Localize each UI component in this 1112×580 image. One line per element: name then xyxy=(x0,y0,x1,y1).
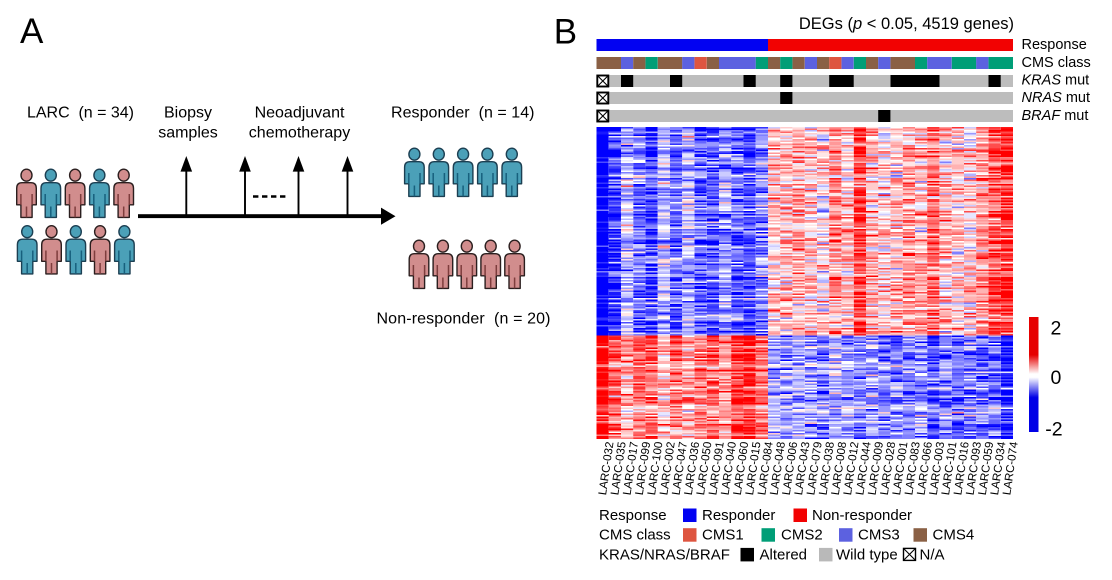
svg-text:2: 2 xyxy=(1051,318,1062,340)
svg-text:Response: Response xyxy=(599,507,667,524)
svg-text:CMS3: CMS3 xyxy=(858,527,900,544)
svg-text:CMS1: CMS1 xyxy=(702,527,744,544)
svg-text:Responder: Responder xyxy=(702,507,775,524)
svg-text:A: A xyxy=(20,12,44,51)
svg-text:B: B xyxy=(554,13,577,52)
svg-text:CMS2: CMS2 xyxy=(781,527,823,544)
svg-text:chemotherapy: chemotherapy xyxy=(249,125,350,142)
svg-text:BRAF mut: BRAF mut xyxy=(1022,108,1089,124)
svg-text:NRAS mut: NRAS mut xyxy=(1022,90,1091,106)
svg-text:DEGs (p < 0.05, 4519 genes): DEGs (p < 0.05, 4519 genes) xyxy=(799,15,1014,33)
svg-text:CMS class: CMS class xyxy=(599,527,671,544)
svg-text:Non-responder (n = 20): Non-responder (n = 20) xyxy=(377,311,551,328)
svg-text:Neoadjuvant: Neoadjuvant xyxy=(255,105,345,122)
svg-text:Non-responder: Non-responder xyxy=(812,507,912,524)
svg-text:Wild type: Wild type xyxy=(836,546,898,563)
svg-text:samples: samples xyxy=(158,125,218,142)
svg-text:CMS4: CMS4 xyxy=(933,527,975,544)
svg-text:LARC (n = 34): LARC (n = 34) xyxy=(27,105,134,122)
svg-text:N/A: N/A xyxy=(920,546,945,563)
svg-text:Altered: Altered xyxy=(760,546,808,563)
svg-text:CMS class: CMS class xyxy=(1022,55,1091,71)
svg-text:KRAS/NRAS/BRAF: KRAS/NRAS/BRAF xyxy=(599,546,730,563)
svg-text:Response: Response xyxy=(1022,37,1087,53)
svg-text:-2: -2 xyxy=(1045,418,1062,440)
svg-text:Biopsy: Biopsy xyxy=(164,105,212,122)
svg-text:KRAS mut: KRAS mut xyxy=(1022,73,1090,89)
svg-text:0: 0 xyxy=(1051,367,1062,389)
svg-text:Responder (n = 14): Responder (n = 14) xyxy=(391,105,535,122)
